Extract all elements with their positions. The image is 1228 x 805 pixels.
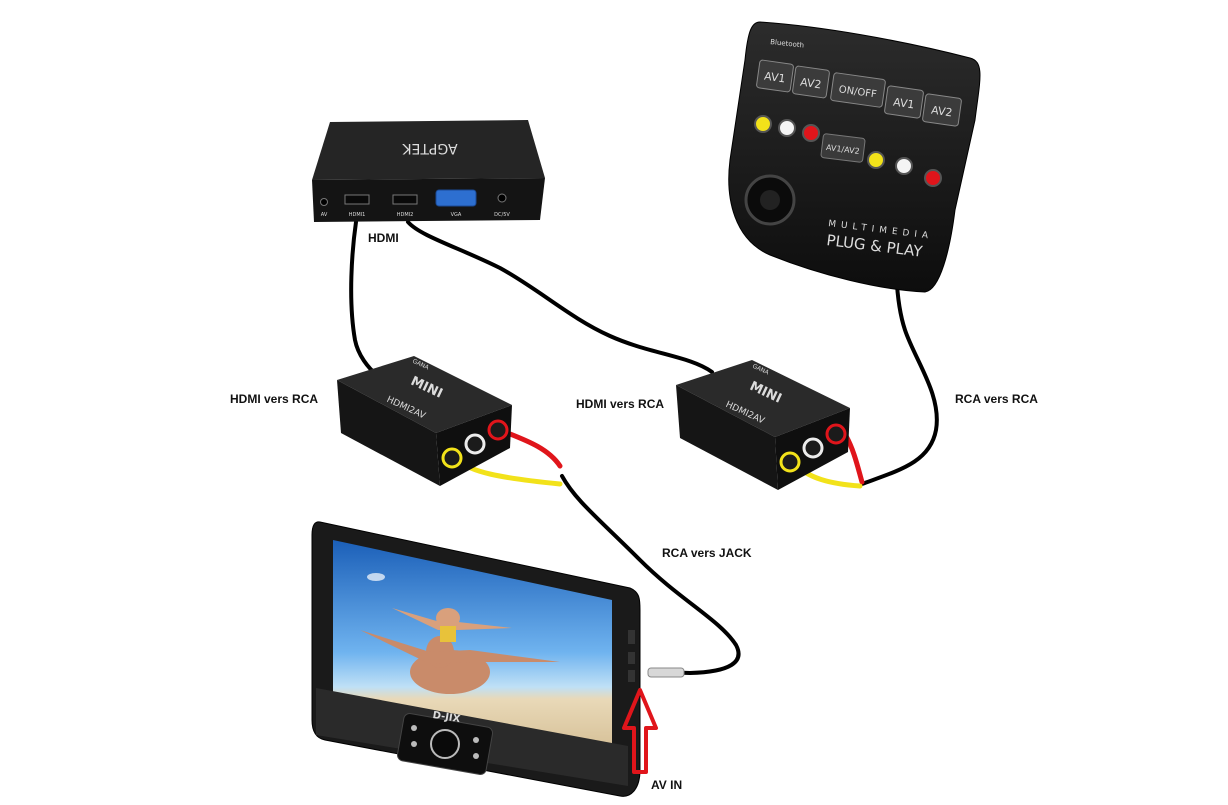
panel-rca-red-right (924, 169, 942, 187)
panel-button (792, 65, 830, 99)
dc-port (497, 193, 507, 203)
side-port-2 (628, 652, 635, 664)
converter-left: MINI HDMI2AV GANA (337, 356, 512, 486)
label-converter-right: HDMI vers RCA (576, 397, 664, 411)
panel-rca-white-left (778, 119, 796, 137)
splitter-port-label: HDMI2 (397, 212, 414, 218)
av-switch-label: AV1/AV2 (826, 143, 861, 156)
hdmi1-port (344, 194, 370, 205)
panel-rca-yellow-left (754, 115, 772, 133)
panel-button (830, 72, 886, 108)
rca-red-wire-left (502, 429, 563, 469)
hdmi-cable-left (349, 220, 380, 378)
converter-right-rca-red (825, 423, 847, 445)
side-port-1 (628, 630, 635, 644)
splitter-port-labels: AV HDMI1 HDMI2 VGA DC/5V (321, 212, 511, 218)
jack-plug (647, 667, 685, 678)
power-socket-inner (760, 190, 780, 210)
converter-left-rca-white (464, 433, 486, 455)
panel-button-label: AV2 (799, 76, 822, 92)
panel-button-label: AV2 (930, 104, 953, 120)
converter-right: MINI HDMI2AV GANA (676, 360, 850, 490)
panel-button (756, 59, 794, 93)
dvd-player: D-JIX (311, 521, 641, 797)
panel-button (922, 93, 962, 127)
splitter-port-label: DC/5V (494, 212, 510, 218)
label-rca-rca: RCA vers RCA (955, 392, 1038, 406)
panel-button (884, 85, 924, 119)
button-dot-1 (411, 725, 417, 731)
screen-picture (360, 573, 560, 694)
splitter-port-label: HDMI1 (349, 212, 366, 218)
splitter-port-label: AV (321, 212, 328, 218)
converter-left-rca-red (487, 419, 509, 441)
splitter-brand: AGPTEK (402, 140, 458, 156)
av-in-arrow-icon (622, 688, 658, 774)
button-dot-2 (411, 741, 417, 747)
hdmi-splitter: AGPTEK AV HDMI1 HDMI2 VGA DC/5V (312, 120, 545, 222)
label-rca-jack: RCA vers JACK (662, 546, 752, 560)
av-port (320, 198, 328, 206)
av-in-port (628, 670, 635, 682)
converter-left-rca-yellow (441, 447, 463, 469)
label-hdmi: HDMI (368, 231, 399, 245)
dvd-screen (333, 540, 612, 744)
panel-brand: Bluetooth (770, 38, 805, 50)
label-converter-left: HDMI vers RCA (230, 392, 318, 406)
vga-port (435, 189, 477, 207)
converter-right-rca-yellow (779, 451, 801, 473)
dvd-brand: D-JIX (432, 710, 461, 725)
hdmi-cable-right (406, 220, 714, 374)
av-switch-button (820, 133, 866, 163)
panel-rca-yellow-right (867, 151, 885, 169)
button-dot-4 (473, 753, 479, 759)
panel-button-label: AV1 (892, 96, 915, 112)
panel-button-label: AV1 (763, 70, 786, 86)
dpad-icon (430, 729, 460, 759)
hdmi2-port (392, 194, 418, 205)
splitter-port-label: VGA (451, 212, 462, 218)
button-dot-3 (473, 737, 479, 743)
panel-rca-red-left (802, 124, 820, 142)
label-av-in: AV IN (651, 778, 682, 792)
rca-cable-to-jack (560, 474, 741, 676)
panel-button-label: ON/OFF (838, 84, 878, 100)
panel-rca-white-right (895, 157, 913, 175)
converter-right-rca-white (802, 437, 824, 459)
